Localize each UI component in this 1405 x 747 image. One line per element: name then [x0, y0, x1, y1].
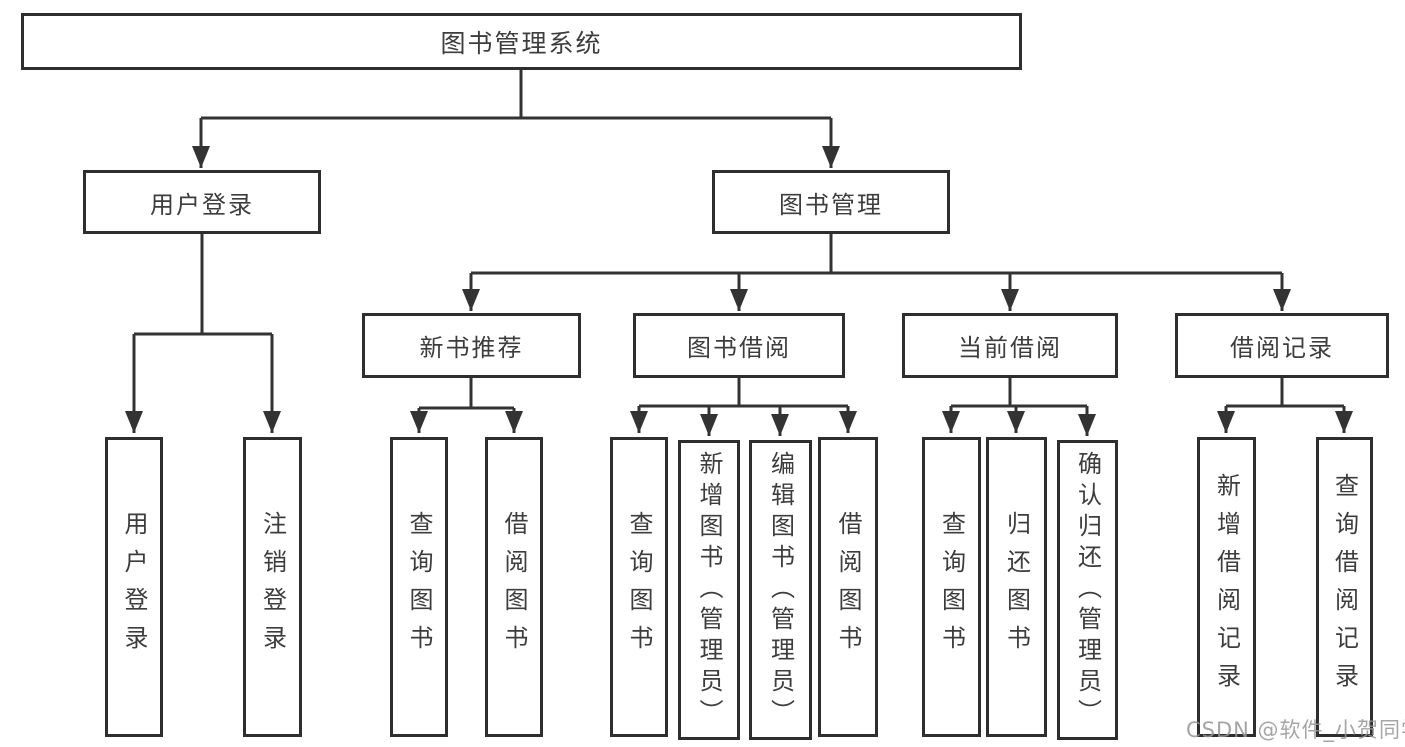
- node-label: 查询图书: [405, 511, 433, 663]
- leaf-add-book-admin: 新增图书（管理员）: [678, 440, 740, 740]
- node-label: 新书推荐: [419, 334, 524, 362]
- node-current-borrowing: 当前借阅: [902, 313, 1118, 378]
- leaf-edit-book-admin: 编辑图书（管理员）: [749, 440, 812, 740]
- node-label: 确认归还（管理员）: [1073, 450, 1102, 730]
- node-label: 查询图书: [625, 511, 653, 663]
- node-label: 查询借阅记录: [1330, 473, 1359, 701]
- node-book-management: 图书管理: [712, 170, 950, 234]
- node-label: 借阅图书: [500, 511, 528, 663]
- node-label: 编辑图书（管理员）: [766, 450, 795, 730]
- node-label: 用户登录: [120, 511, 148, 663]
- node-label: 图书管理: [779, 190, 883, 219]
- node-label: 注销登录: [258, 511, 287, 663]
- node-new-book-recommend: 新书推荐: [362, 313, 581, 378]
- leaf-borrow-books-recommend: 借阅图书: [485, 437, 543, 737]
- node-borrowing-records: 借阅记录: [1175, 313, 1389, 378]
- leaf-return-book: 归还图书: [986, 437, 1047, 737]
- node-user-login: 用户登录: [83, 170, 321, 234]
- node-label: 新增图书（管理员）: [695, 450, 723, 730]
- leaf-query-books-recommend: 查询图书: [390, 437, 448, 737]
- node-label: 新增借阅记录: [1212, 473, 1241, 701]
- leaf-query-books-current: 查询图书: [922, 437, 981, 737]
- node-book-borrowing: 图书借阅: [633, 313, 845, 378]
- leaf-query-borrow-record: 查询借阅记录: [1316, 437, 1373, 737]
- leaf-borrow-books-borrowing: 借阅图书: [818, 437, 878, 737]
- leaf-user-login: 用户登录: [105, 437, 163, 737]
- node-label: 图书借阅: [687, 334, 791, 362]
- node-label: 查询图书: [937, 511, 966, 663]
- leaf-query-books-borrowing: 查询图书: [610, 437, 668, 737]
- leaf-add-borrow-record: 新增借阅记录: [1197, 437, 1256, 737]
- csdn-watermark: CSDN @软件_小贺同学: [1186, 718, 1405, 742]
- node-label: 当前借阅: [958, 334, 1062, 362]
- node-label: 图书管理系统: [440, 28, 603, 58]
- node-label: 借阅记录: [1230, 334, 1334, 362]
- node-label: 归还图书: [1002, 511, 1031, 663]
- node-label: 用户登录: [150, 190, 254, 219]
- node-label: 借阅图书: [834, 511, 862, 663]
- leaf-logout: 注销登录: [243, 437, 302, 737]
- leaf-confirm-return-admin: 确认归还（管理员）: [1057, 440, 1118, 740]
- node-root-library-system: 图书管理系统: [21, 13, 1022, 70]
